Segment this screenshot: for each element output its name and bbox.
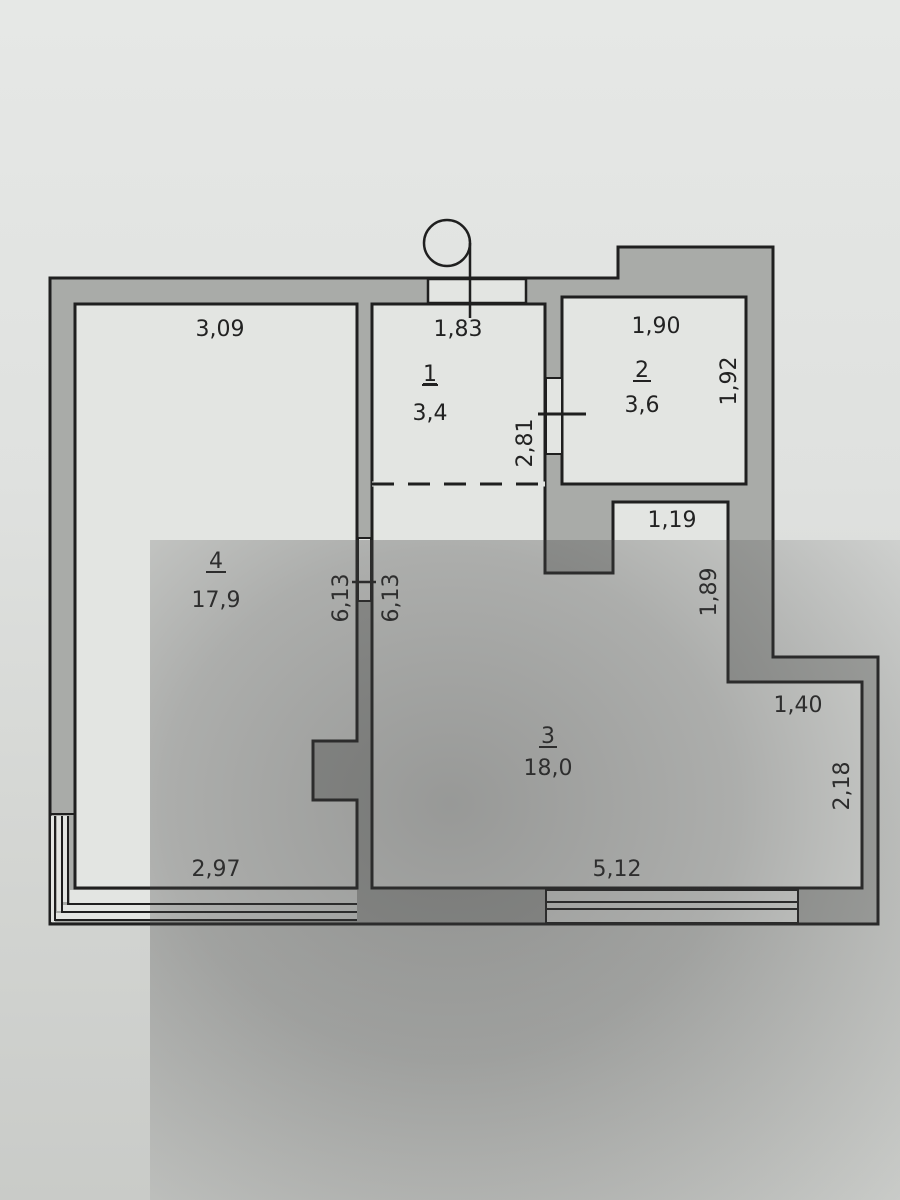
dim-room3-bottom: 5,12 xyxy=(593,857,642,882)
room-4-area: 17,9 xyxy=(192,588,241,613)
dim-room2-top: 1,90 xyxy=(632,314,681,339)
room-2-number: 2 xyxy=(635,358,649,383)
window-room-3 xyxy=(545,889,799,924)
doorway-bathroom xyxy=(545,377,563,455)
dim-room4-top: 3,09 xyxy=(196,317,245,342)
riser-icon xyxy=(422,218,472,268)
room-3-floor xyxy=(370,482,864,890)
dim-room4-bottom: 2,97 xyxy=(192,857,241,882)
window-room-4 xyxy=(50,813,357,922)
room-4-number: 4 xyxy=(209,549,223,574)
dim-room3-step-top: 1,40 xyxy=(774,693,823,718)
room-3-area: 18,0 xyxy=(524,756,573,781)
dim-room1-right: 2,81 xyxy=(513,419,538,468)
room-1-number: 1 xyxy=(423,362,437,387)
dim-room3-niche-right: 1,89 xyxy=(697,568,722,617)
room-3-number: 3 xyxy=(541,724,555,749)
room-1-area: 3,4 xyxy=(413,401,448,426)
dim-room4-right: 6,13 xyxy=(329,574,354,623)
entrance-door xyxy=(426,277,528,305)
dim-room3-niche-top: 1,19 xyxy=(648,508,697,533)
dim-room3-left: 6,13 xyxy=(379,574,404,623)
dim-room2-right: 1,92 xyxy=(717,357,742,406)
room-2-area: 3,6 xyxy=(625,393,660,418)
dim-room3-right: 2,18 xyxy=(830,762,855,811)
doorway-room4 xyxy=(357,537,372,602)
room-4-floor xyxy=(73,302,359,890)
dim-room1-top: 1,83 xyxy=(434,317,483,342)
